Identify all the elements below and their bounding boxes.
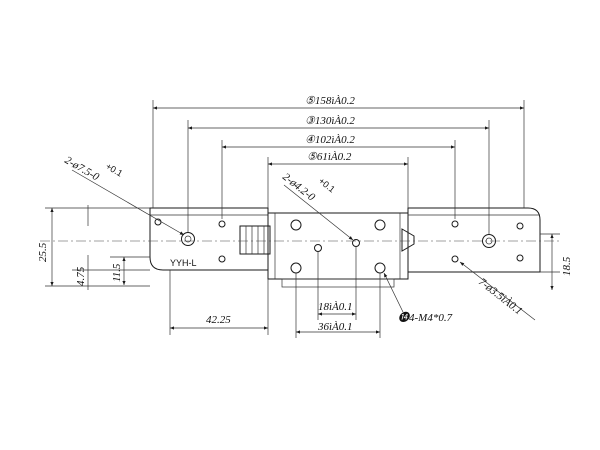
center-hinge-body [239,212,415,288]
right-mount-hole-bottom [516,254,524,262]
dimension-158: ⑤158ìÀ0.2 [153,95,524,110]
left-mount-hole-lower [218,255,226,263]
dimension-25-5: 25.5 [37,208,54,286]
left-hinge-leaf [149,207,269,271]
center-thread-hole-3 [374,219,386,231]
dimension-label-36: 36ìÀ0.1 [317,321,353,333]
right-mount-hole-top [516,222,524,230]
dimension-label-102: ④102ìÀ0.2 [305,134,355,146]
dimension-label-11-5: 11.5 [111,263,123,282]
right-hinge-leaf [407,207,541,273]
leader-hole-center: 2-ø4.2-0 +0.1 [280,171,354,241]
dimension-18-5: 18.5 [550,234,573,290]
model-label: YYH-L [170,258,197,268]
left-pivot-hole [181,232,195,246]
dimension-102: ④102ìÀ0.2 [222,134,455,149]
dimension-label-158: ⑤158ìÀ0.2 [305,95,355,107]
dimension-61: ⑤61ìÀ0.2 [268,151,408,166]
center-thread-hole-1 [290,219,302,231]
right-mount-hole-lower [451,255,459,263]
dimension-label-61: ⑤61ìÀ0.2 [307,151,352,163]
center-thread-hole-2 [290,262,302,274]
dimension-label-4-75: 4.75 [75,266,87,286]
dimension-130: ③130ìÀ0.2 [188,115,489,130]
dimension-label-18: 18ìÀ0.1 [318,301,353,313]
hole-left-tolerance: +0.1 [104,161,124,179]
dimension-label-130: ③130ìÀ0.2 [305,115,355,127]
dimension-label-42-25: 42.25 [206,314,231,326]
dimension-42-25: 42.25 [170,314,268,330]
hole-center-tolerance: +0.1 [317,176,337,195]
dimension-label-18-5: 18.5 [561,256,573,276]
dimension-4-75: 4.75 [75,205,89,290]
right-mount-hole-upper [451,220,459,228]
dimension-36: 36ìÀ0.1 [296,321,380,334]
extension-lines [45,100,560,338]
left-mount-hole-upper [218,220,226,228]
center-thread-hole-4 [374,262,386,274]
dimension-18: 18ìÀ0.1 [318,301,356,316]
leader-hole-right: 7-ø3.5ìÀ0.1 [459,261,536,321]
dimension-label-25-5: 25.5 [37,242,49,262]
hole-center-label: 2-ø4.2-0 [280,171,317,204]
thread-label: ⓮4-M4*0.7 [398,311,453,324]
leader-hole-left: 2-ø7.5-0 +0.1 [63,154,185,236]
center-pin-hole-right [352,239,360,247]
leader-thread: ⓮4-M4*0.7 [383,272,453,324]
center-pin-hole-left [314,244,322,252]
hole-right-label: 7-ø3.5ìÀ0.1 [476,276,524,317]
dimension-11-5: 11.5 [111,257,126,285]
hole-left-label: 2-ø7.5-0 [63,154,102,183]
